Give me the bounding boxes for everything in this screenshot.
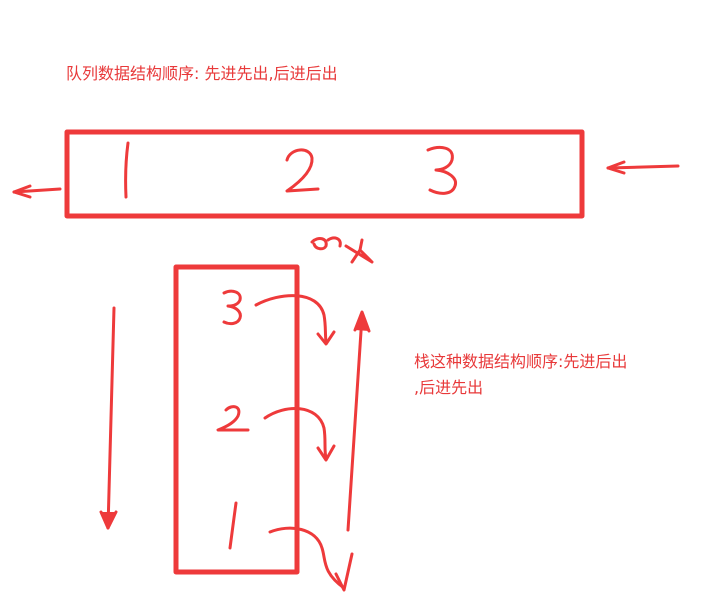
- pop-up-arrow: [346, 310, 371, 532]
- handwritten-scribble: [310, 236, 374, 264]
- queue-caption: 队列数据结构顺序: 先进先出,后进后出: [66, 64, 338, 83]
- stack-item-1: [228, 501, 238, 550]
- queue-exit-arrow: [12, 184, 62, 199]
- queue-box: [64, 129, 585, 219]
- pop-arrow-1: [268, 526, 354, 592]
- push-down-arrow: [99, 306, 118, 530]
- stack-item-2: [216, 405, 250, 432]
- pop-arrow-2: [263, 407, 336, 462]
- queue-item-3: [426, 146, 458, 195]
- stack-box: [173, 264, 300, 575]
- stack-caption-line-1: 栈这种数据结构顺序:先进后出: [414, 352, 628, 371]
- queue-item-2: [285, 148, 320, 193]
- queue-item-1: [124, 141, 130, 199]
- queue-enter-arrow: [606, 160, 680, 175]
- stack-caption-line-2: ,后进先出: [414, 378, 484, 397]
- pop-arrow-3: [254, 294, 336, 346]
- stack-item-3: [222, 289, 242, 326]
